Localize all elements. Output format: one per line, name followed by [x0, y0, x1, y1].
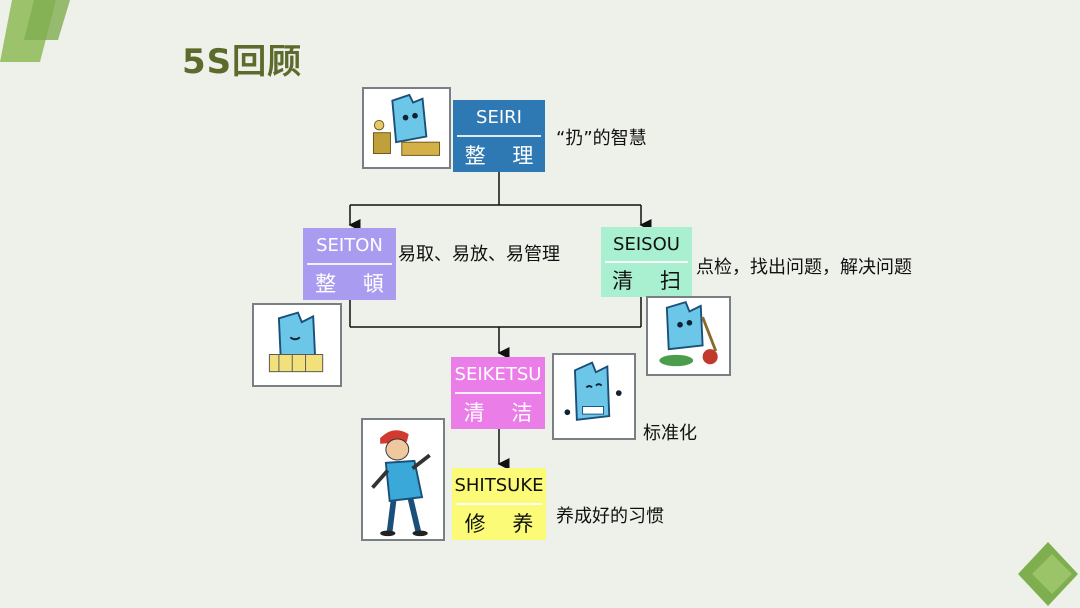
bottom-right-decoration	[1018, 542, 1078, 606]
step-shitsuke-en: SHITSUKE	[454, 475, 544, 497]
step-seiketsu: SEIKETSU 清 洁	[451, 357, 545, 429]
top-left-decoration	[0, 0, 70, 62]
step-seiri-desc: “扔”的智慧	[556, 128, 647, 149]
step-seiri-cn: 整 理	[464, 143, 544, 168]
arranging-cartoon-icon	[252, 303, 342, 387]
step-seiri: SEIRI 整 理	[453, 100, 545, 172]
step-seiri-en: SEIRI	[476, 107, 522, 129]
cleaning-cartoon-icon	[646, 296, 731, 376]
step-seisou: SEISOU 清 扫	[601, 227, 692, 297]
step-seiton-desc: 易取、易放、易管理	[398, 244, 560, 265]
step-seisou-desc: 点检，找出问题，解决问题	[696, 257, 912, 278]
standardize-cartoon-icon	[552, 353, 636, 440]
step-seisou-cn: 清 扫	[612, 268, 691, 293]
page-title: 5S回顾	[182, 42, 303, 82]
worker-cartoon-icon	[361, 418, 445, 541]
step-seiton-cn: 整 頓	[315, 271, 394, 296]
step-seiton-en: SEITON	[316, 235, 383, 257]
step-seiton: SEITON 整 頓	[303, 228, 396, 300]
step-shitsuke-desc: 养成好的习惯	[556, 506, 664, 527]
step-seiketsu-en: SEIKETSU	[454, 364, 542, 386]
sorting-cartoon-icon	[362, 87, 451, 169]
step-seiketsu-cn: 清 洁	[463, 400, 543, 425]
step-shitsuke: SHITSUKE 修 养	[452, 468, 546, 540]
step-seiketsu-desc: 标准化	[643, 423, 697, 444]
step-seisou-en: SEISOU	[613, 233, 680, 255]
step-shitsuke-cn: 修 养	[464, 511, 544, 536]
